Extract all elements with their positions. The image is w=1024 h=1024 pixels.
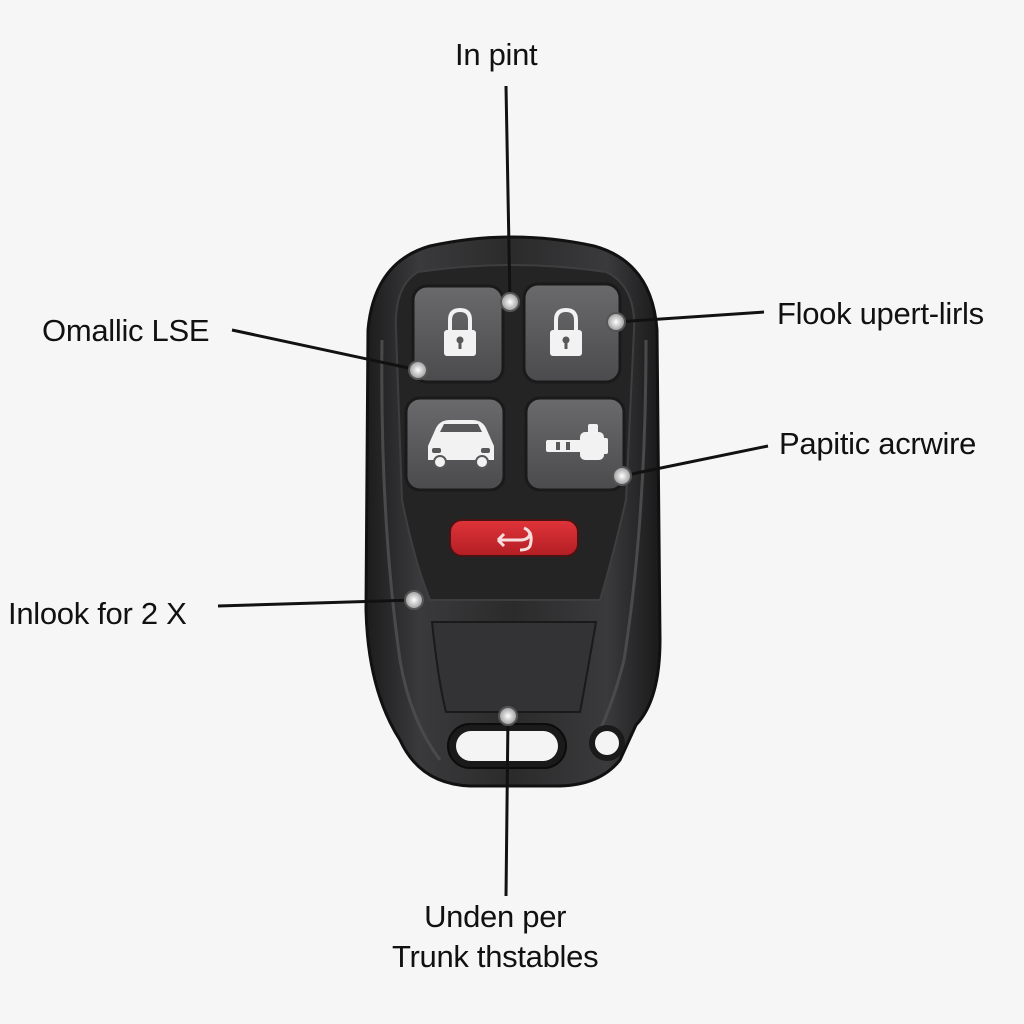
panic-button[interactable] <box>449 519 579 557</box>
callout-label-right-middle: Papitic acrwire <box>779 426 977 461</box>
panic-horn-icon <box>496 526 533 552</box>
leader-line-left-lower <box>217 598 415 608</box>
callout-label-bottom: Unden per Trunk thstables <box>392 897 599 977</box>
callout-marker <box>408 360 428 380</box>
unlock-button[interactable] <box>522 282 622 384</box>
engine-start-icon <box>546 424 608 460</box>
leader-line-top <box>504 85 512 303</box>
callout-marker <box>612 466 632 486</box>
padlock-icon <box>550 307 582 356</box>
padlock-icon <box>444 307 476 356</box>
leader-lines <box>217 85 769 897</box>
callout-label-left-lower: Inlook for 2 X <box>8 596 187 631</box>
callout-label-top: In pint <box>455 37 538 72</box>
remote-start-button[interactable] <box>524 396 626 492</box>
leader-line-bottom <box>504 715 510 897</box>
callout-markers <box>404 292 632 726</box>
leader-line-left-upper <box>231 328 419 372</box>
car-button[interactable] <box>404 396 506 492</box>
leader-line-right-upper <box>615 310 765 324</box>
callout-label-right-upper: Flook upert-lirls <box>777 296 984 331</box>
leader-line-right-middle <box>621 444 769 478</box>
key-ring-hole-inner <box>595 731 619 755</box>
callout-marker <box>606 312 626 332</box>
callout-label-left-upper: Omallic LSE <box>42 313 210 348</box>
fob-side-edge-right <box>598 339 648 731</box>
car-icon <box>428 420 494 469</box>
callout-marker <box>498 706 518 726</box>
callout-marker <box>500 292 520 312</box>
fob-lower-panel <box>430 621 598 713</box>
lock-button[interactable] <box>411 284 505 384</box>
callout-marker <box>404 590 424 610</box>
callout-label-bottom-line2: Trunk thstables <box>392 939 599 974</box>
callout-label-bottom-line1: Unden per <box>424 899 567 934</box>
fob-side-edge-left <box>380 339 442 761</box>
